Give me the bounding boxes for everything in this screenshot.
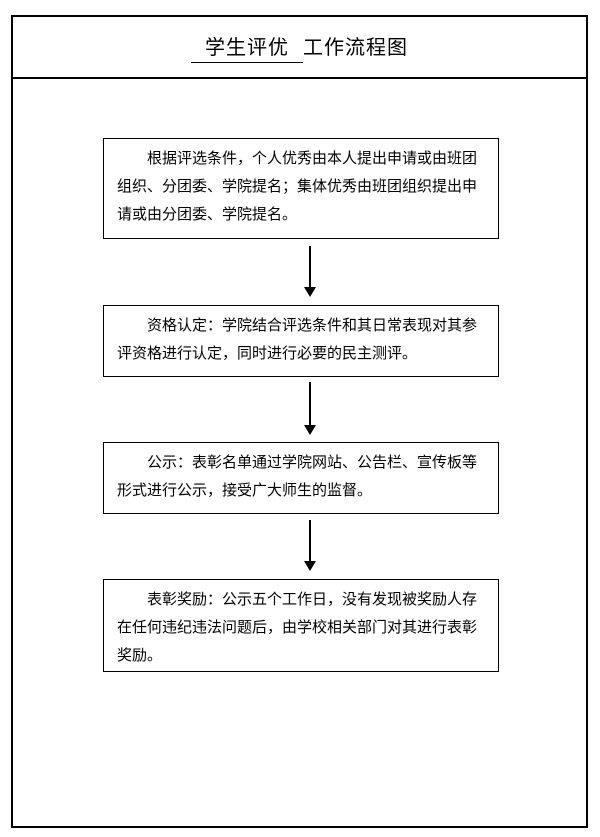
title-header: 学生评优工作流程图 — [13, 17, 586, 79]
flow-step-publicity: 公示：表彰名单通过学院网站、公告栏、宣传板等形式进行公示，接受广大师生的监督。 — [103, 442, 499, 514]
page-border-frame: 学生评优工作流程图 根据评选条件，个人优秀由本人提出申请或由班团组织、分团委、学… — [11, 15, 588, 828]
page-title: 学生评优工作流程图 — [191, 31, 408, 63]
flow-step-application: 根据评选条件，个人优秀由本人提出申请或由班团组织、分团委、学院提名；集体优秀由班… — [103, 138, 499, 239]
flow-step-commendation: 表彰奖励：公示五个工作日，没有发现被奖励人存在任何违纪违法问题后，由学校相关部门… — [103, 579, 499, 672]
arrow-head-icon — [303, 425, 316, 435]
down-arrow-connector-1 — [303, 246, 316, 297]
arrow-shaft — [308, 246, 311, 287]
arrow-shaft — [308, 520, 311, 561]
down-arrow-connector-3 — [303, 520, 316, 571]
flow-step-qualification: 资格认定：学院结合评选条件和其日常表现对其参评资格进行认定，同时进行必要的民主测… — [103, 305, 499, 377]
down-arrow-connector-2 — [303, 382, 316, 435]
arrow-shaft — [308, 382, 311, 425]
title-suffix-text: 工作流程图 — [303, 37, 408, 59]
arrow-head-icon — [303, 561, 316, 571]
arrow-head-icon — [303, 287, 316, 297]
title-underlined-text: 学生评优 — [191, 31, 303, 63]
